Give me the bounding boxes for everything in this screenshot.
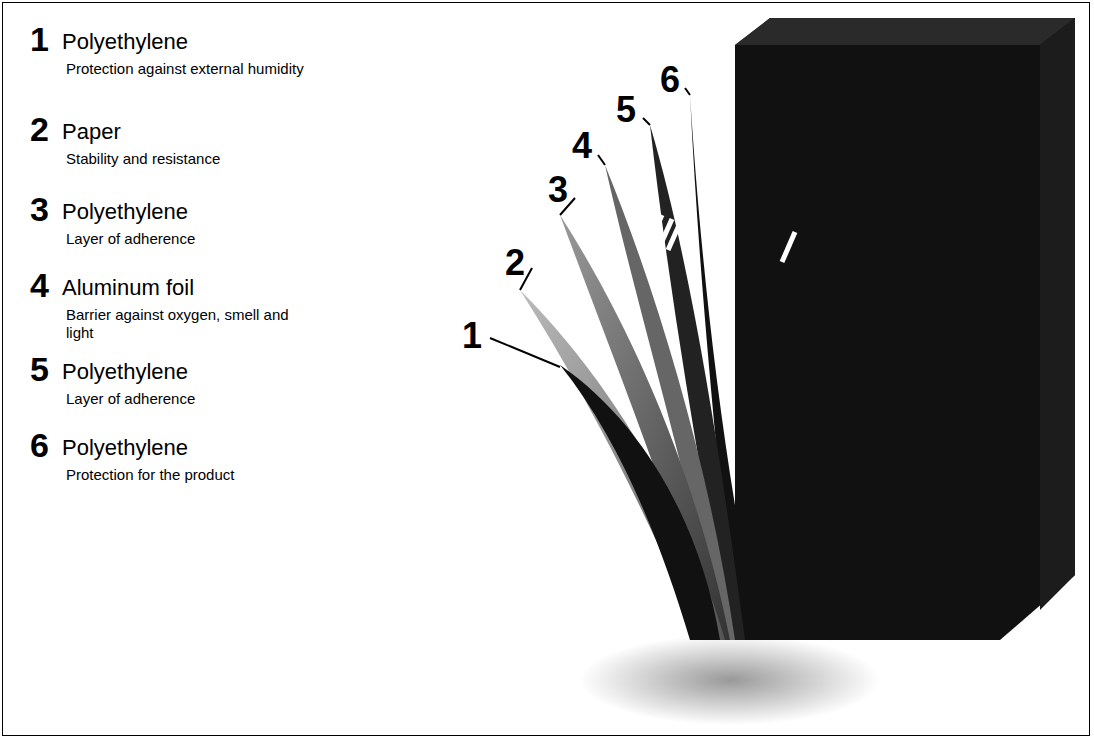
callout-number: 3 xyxy=(548,172,568,208)
layer-number: 3 xyxy=(30,192,49,226)
layer-description: Protection against external humidity xyxy=(66,60,316,78)
callout-number: 5 xyxy=(616,92,636,128)
callout-number: 1 xyxy=(462,318,482,354)
callout-number: 2 xyxy=(505,245,525,281)
layer-number: 6 xyxy=(30,428,49,462)
callout-number: 6 xyxy=(660,62,680,98)
layer-description: Layer of adherence xyxy=(66,390,316,408)
layer-name: Polyethylene xyxy=(62,200,188,224)
layer-description: Barrier against oxygen, smell and light xyxy=(66,306,316,342)
layer-description: Stability and resistance xyxy=(66,150,316,168)
layer-name: Polyethylene xyxy=(62,360,188,384)
layer-number: 5 xyxy=(30,352,49,386)
layer-number: 2 xyxy=(30,112,49,146)
layer-description: Layer of adherence xyxy=(66,230,316,248)
layer-name: Polyethylene xyxy=(62,436,188,460)
layer-description: Protection for the product xyxy=(66,466,316,484)
layer-name: Aluminum foil xyxy=(62,276,194,300)
callout-number: 4 xyxy=(572,128,592,164)
layer-name: Paper xyxy=(62,120,121,144)
layer-number: 4 xyxy=(30,268,49,302)
layer-number: 1 xyxy=(30,22,49,56)
layer-name: Polyethylene xyxy=(62,30,188,54)
